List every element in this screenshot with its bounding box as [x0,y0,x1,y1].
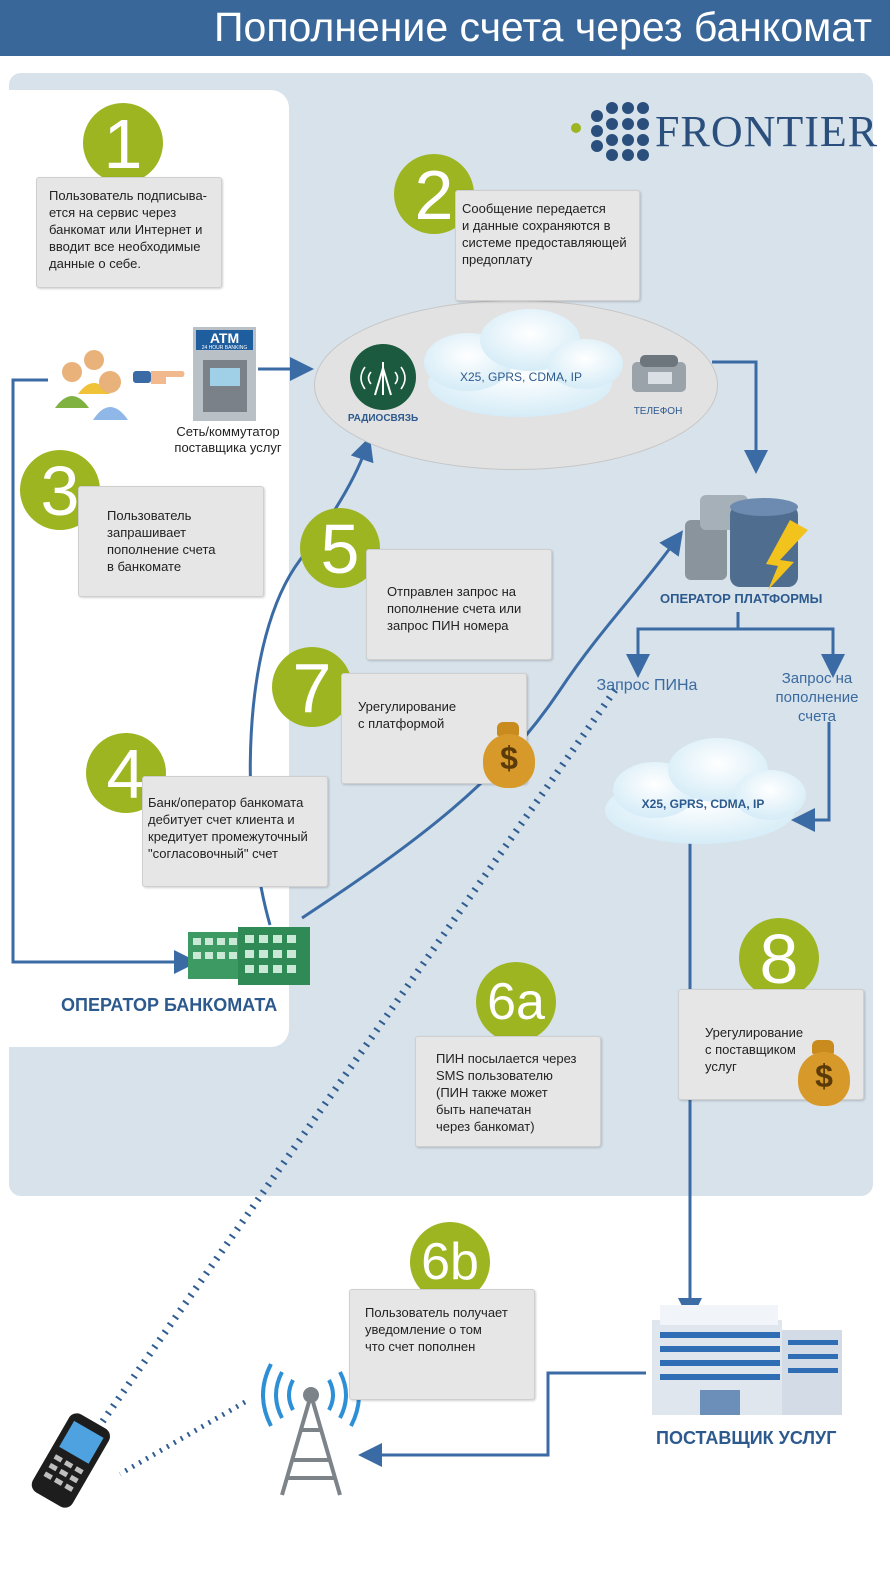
money-bag-icon-2: $ [798,1040,850,1106]
topup-request-label: Запрос на пополнение счета [775,670,859,725]
frontier-logo-text: FRONTIER [655,107,879,156]
phone-label: ТЕЛЕФОН [633,406,683,417]
money-bag-dollar-2: $ [815,1058,833,1094]
money-bag-dollar: $ [500,740,518,776]
arrow-platform-to-topup [738,627,845,678]
signal-tower-dotted [118,1399,247,1477]
users-icon [55,350,128,420]
step-3-box: Пользователь запрашивает пополнение счет… [78,486,264,597]
step-5-text: Отправлен запрос на пополнение счета или… [387,584,522,633]
step-2-box: Сообщение передается и данные сохраняютс… [455,190,640,301]
step-7-box: Урегулирование с платформой [341,673,527,784]
radio-label: РАДИОСВЯЗЬ [347,413,419,424]
cloud1-label: X25, GPRS, CDMA, IP [459,370,583,384]
step-7-circle: 7 [272,647,352,727]
frontier-logo-mark [571,102,649,161]
radio-icon-front [350,344,416,410]
atm-machine-icon [193,327,256,421]
step-8-circle: 8 [739,918,819,998]
step-5-box: Отправлен запрос на пополнение счета или… [366,549,552,660]
step-8-text: Урегулирование с поставщиком услуг [705,1025,804,1074]
arrow-user-to-atm-operator [11,378,198,974]
atm-sign-sub: 24 HOUR BANKING [201,345,248,351]
provider-building-icon [652,1305,842,1415]
money-bag-icon: $ [483,722,535,788]
step-6a-circle: 6a [476,962,556,1042]
atm-operator-buildings-icon [188,927,310,985]
cloud-icon-provider [605,738,806,844]
step-8-box: Урегулирование с поставщиком услуг [678,989,864,1100]
arrow-provider-to-tower [358,1371,646,1467]
step-6b-circle: 6b [410,1222,490,1302]
step-5-circle: 5 [300,508,380,588]
atm-caption: Сеть/коммутатор поставщика услуг [174,424,282,455]
header-bar: Пополнение счета через банкомат [0,0,890,56]
step-1-box: Пользователь подписыва- ется на сервис ч… [36,177,222,288]
mobile-phone-icon [31,1413,110,1508]
step-6b-box: Пользователь получает уведомление о том … [349,1289,535,1400]
step-3-text: Пользователь запрашивает пополнение счет… [107,508,216,574]
pointing-hand-icon [133,371,185,384]
provider-label: ПОСТАВЩИК УСЛУГ [656,1428,837,1448]
page-title: Пополнение счета через банкомат [214,4,872,50]
step-6a-box: ПИН посылается через SMS пользователю (П… [415,1036,601,1147]
step-6a-text: ПИН посылается через SMS пользователю (П… [436,1051,577,1134]
step-4-text: Банк/оператор банкомата дебитует счет кл… [148,795,308,861]
atm-sign: ATM [209,330,240,346]
atm-operator-label: ОПЕРАТОР БАНКОМАТА [61,995,278,1015]
step-6b-text: Пользователь получает уведомление о том … [365,1305,508,1354]
signal-pin-dotted [95,687,618,1431]
platform-operator-label: ОПЕРАТОР ПЛАТФОРМЫ [660,591,823,606]
arrow-topup-to-cloud [791,722,831,832]
phone-icon-front [632,355,686,392]
radio-tower-icon [261,1363,361,1496]
pin-request-label: Запрос ПИНа [596,677,698,694]
arrow-network-to-platform [712,360,768,474]
arrow-platform-split [626,612,740,678]
step-2-text: Сообщение передается и данные сохраняютс… [462,201,627,267]
step-1-circle: 1 [83,103,163,183]
step-4-box: Банк/оператор банкомата дебитует счет кл… [142,776,328,887]
arrow-atm-operator-to-platform [301,530,684,920]
cloud2-label: X25, GPRS, CDMA, IP [641,797,765,811]
step-7-text: Урегулирование с платформой [358,699,457,731]
step-3-circle: 3 [20,450,100,530]
cloud-icon-network-front [424,309,623,417]
servers-icon [685,495,808,590]
step-1-text: Пользователь подписыва- ется на сервис ч… [49,188,208,271]
